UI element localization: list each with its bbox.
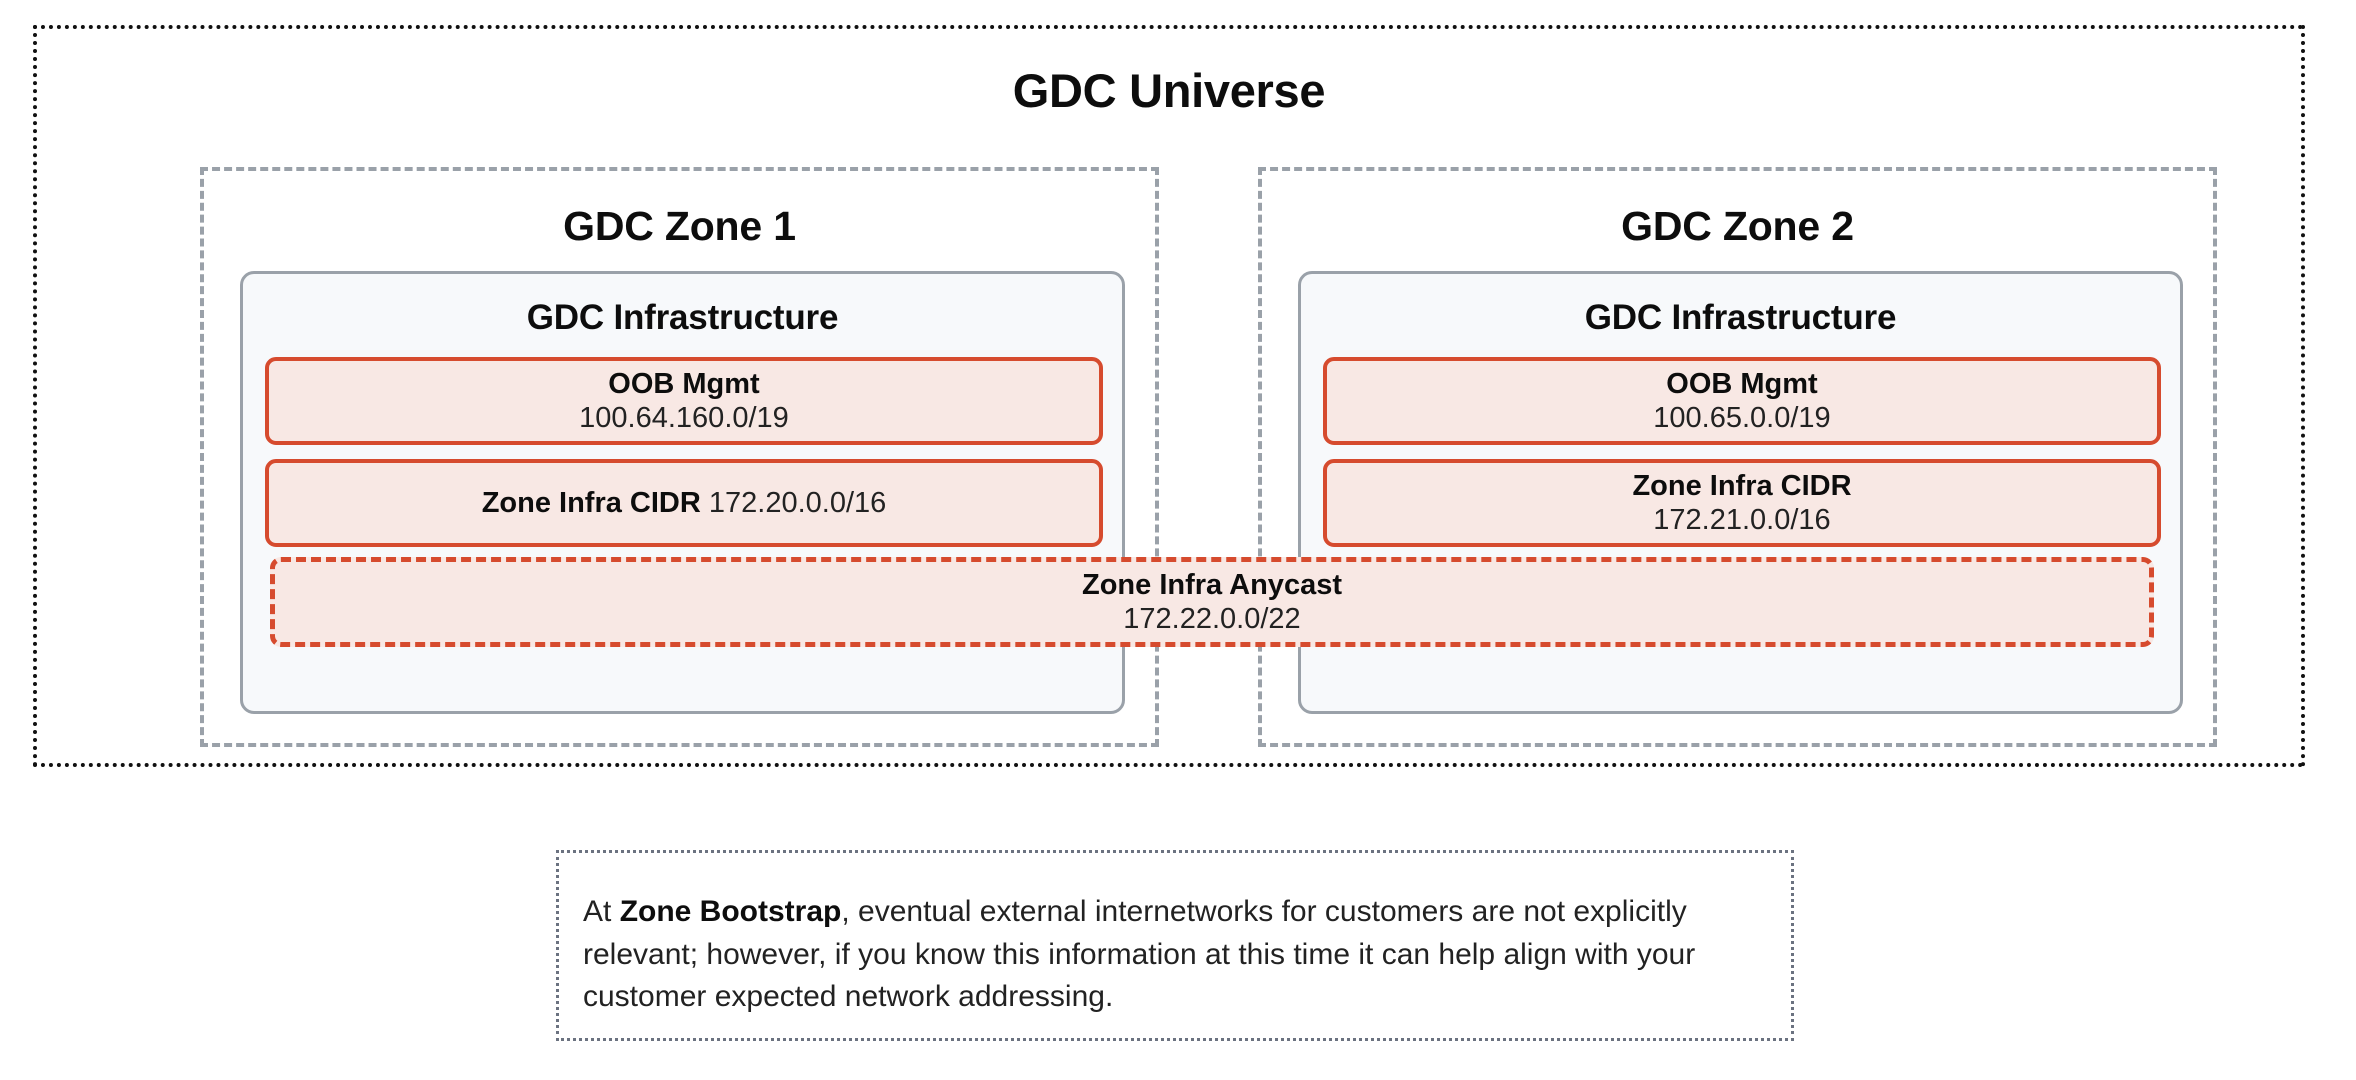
zone-2-gdc-infrastructure-box: GDC Infrastructure OOB Mgmt 100.65.0.0/1… — [1298, 271, 2183, 714]
zone-2-zone-infra-cidr-label: Zone Infra CIDR — [1632, 469, 1852, 502]
gdc-universe-container: GDC Universe GDC Zone 1 GDC Infrastructu… — [33, 25, 2305, 767]
zone-1-zone-infra-cidr-line: Zone Infra CIDR 172.20.0.0/16 — [482, 486, 887, 520]
note-rest-text: , eventual external internetworks for cu… — [583, 895, 1696, 1014]
zone-bootstrap-note-box: At Zone Bootstrap, eventual external int… — [556, 850, 1794, 1041]
zone-infra-anycast-block: Zone Infra Anycast 172.22.0.0/22 — [270, 557, 2154, 647]
zone-2-zone-infra-cidr-block: Zone Infra CIDR 172.21.0.0/16 — [1323, 459, 2161, 547]
zone-2-title: GDC Zone 2 — [1621, 203, 1854, 249]
zone-2-zone-infra-cidr-value: 172.21.0.0/16 — [1653, 504, 1831, 536]
zone-1-zone-infra-cidr-value: 172.20.0.0/16 — [708, 486, 887, 519]
zone-bootstrap-note-text: At Zone Bootstrap, eventual external int… — [583, 891, 1767, 1019]
zone-1-zone-infra-cidr-label: Zone Infra CIDR — [481, 486, 701, 519]
gdc-zone-2-container: GDC Zone 2 GDC Infrastructure OOB Mgmt 1… — [1258, 167, 2217, 747]
zone-1-oob-mgmt-cidr: 100.64.160.0/19 — [579, 402, 789, 434]
zone-2-oob-mgmt-block: OOB Mgmt 100.65.0.0/19 — [1323, 357, 2161, 445]
zone-1-gdc-infrastructure-box: GDC Infrastructure OOB Mgmt 100.64.160.0… — [240, 271, 1125, 714]
zone-1-oob-mgmt-block: OOB Mgmt 100.64.160.0/19 — [265, 357, 1103, 445]
note-emphasis-text: Zone Bootstrap — [619, 895, 842, 928]
zone-2-oob-mgmt-label: OOB Mgmt — [1666, 367, 1818, 400]
zone-1-infrastructure-title: GDC Infrastructure — [526, 298, 839, 337]
zone-infra-anycast-label: Zone Infra Anycast — [1082, 568, 1342, 601]
zone-2-infrastructure-title: GDC Infrastructure — [1584, 298, 1897, 337]
zone-1-title: GDC Zone 1 — [563, 203, 796, 249]
gdc-zone-1-container: GDC Zone 1 GDC Infrastructure OOB Mgmt 1… — [200, 167, 1159, 747]
zone-2-oob-mgmt-cidr: 100.65.0.0/19 — [1653, 402, 1831, 434]
zone-1-oob-mgmt-label: OOB Mgmt — [608, 367, 760, 400]
zone-1-zone-infra-cidr-block: Zone Infra CIDR 172.20.0.0/16 — [265, 459, 1103, 547]
note-lead-text: At — [583, 895, 620, 928]
universe-title: GDC Universe — [1012, 64, 1326, 117]
zone-infra-anycast-cidr: 172.22.0.0/22 — [1123, 603, 1301, 635]
